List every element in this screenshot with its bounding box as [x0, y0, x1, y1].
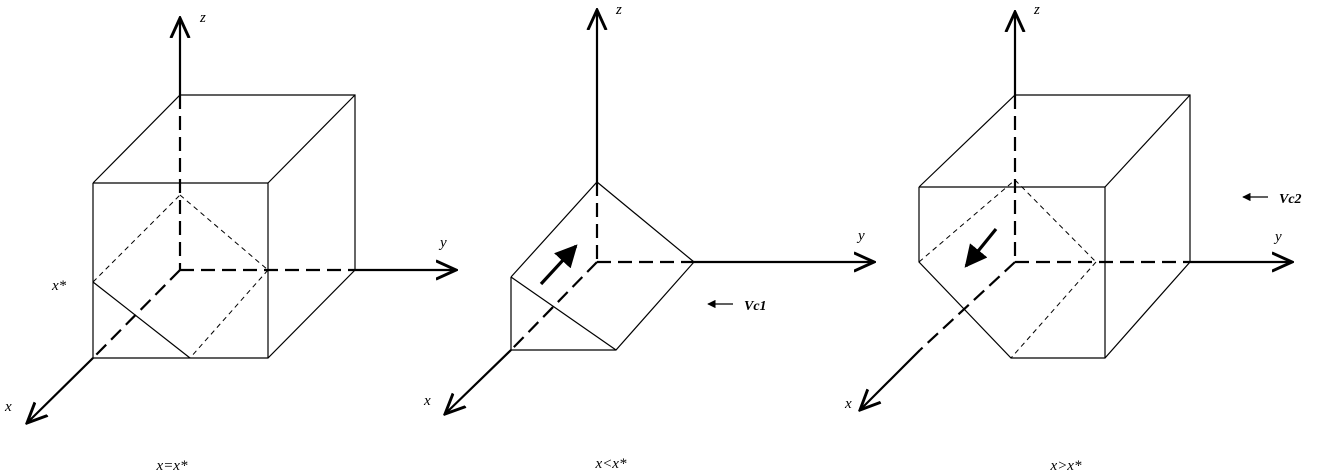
z-axis-label: z [1033, 2, 1040, 18]
x-axis [445, 349, 512, 414]
panel-x-less-xstar: Vc1 z y x x<x* [423, 2, 874, 472]
panel-x-greater-xstar: Vc2 z y x x>x* [844, 2, 1302, 474]
y-axis-label: y [1273, 229, 1282, 245]
z-axis-label: z [615, 2, 622, 18]
cutting-plane [92, 194, 269, 359]
x-axis-label: x [4, 399, 12, 415]
velocity-label: Vc1 [744, 299, 767, 314]
y-axis-label: y [856, 228, 865, 244]
axes [27, 18, 456, 423]
x-axis-label: x [844, 396, 852, 412]
panel-caption: x=x* [156, 458, 188, 474]
z-axis-label: z [199, 10, 206, 26]
cube-edges [918, 94, 1191, 359]
cutting-plane [918, 179, 1097, 359]
y-axis-label: y [438, 235, 447, 251]
xstar-marker-label: x* [51, 278, 67, 294]
plane-motion-arrow [964, 227, 998, 268]
panel-caption: x<x* [595, 456, 627, 472]
axes [445, 10, 874, 414]
x-axis [27, 357, 94, 423]
panel-x-equals-xstar: z y x x* x=x* [4, 10, 456, 474]
velocity-label: Vc2 [1279, 192, 1302, 207]
x-axis-label: x [423, 393, 431, 409]
axes [860, 12, 1292, 410]
panel-caption: x>x* [1050, 458, 1082, 474]
x-axis [860, 349, 921, 410]
wedge-edges [510, 181, 695, 351]
plane-motion-arrow [539, 244, 578, 286]
